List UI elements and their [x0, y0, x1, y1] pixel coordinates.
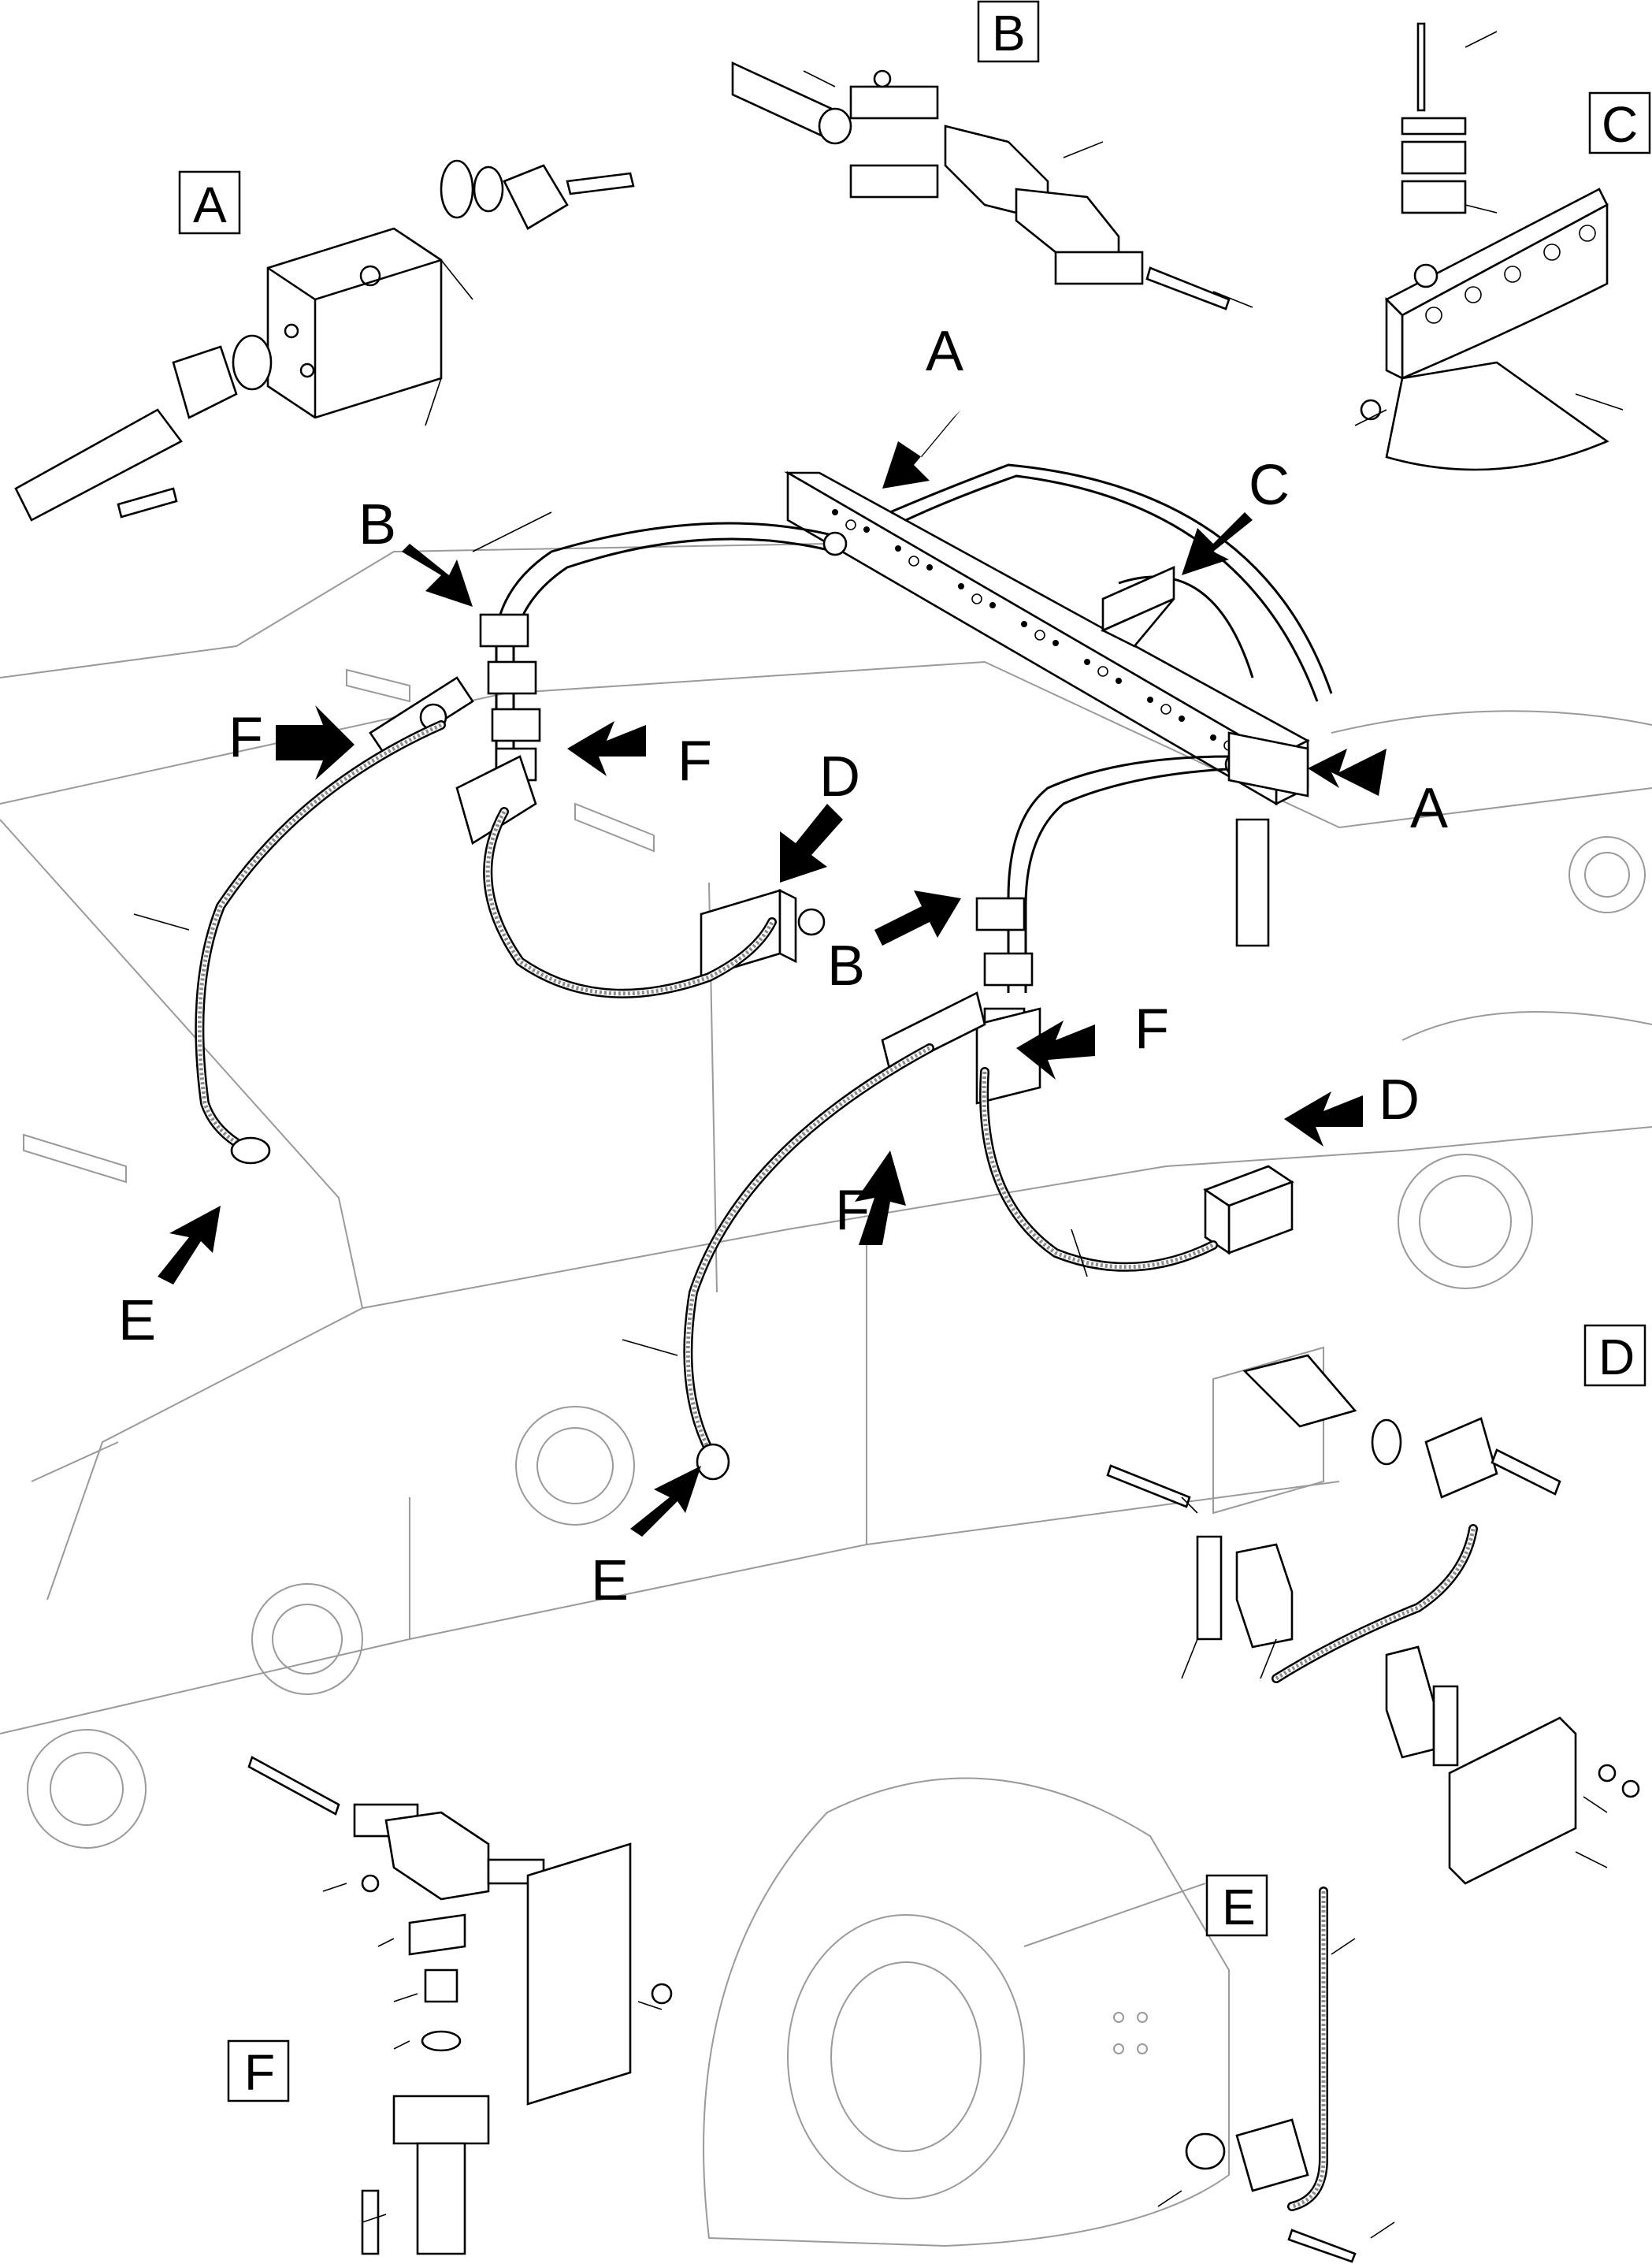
callout-c: C	[1249, 454, 1290, 517]
callout-f-lower: F	[835, 1179, 870, 1242]
arrow-f-mid	[567, 721, 646, 776]
leader-lines	[133, 31, 1624, 2239]
detail-c	[1360, 22, 1609, 471]
detail-box-d: D	[1583, 1324, 1646, 1387]
callout-arrows	[158, 410, 1387, 1537]
arrow-b-right	[874, 890, 961, 946]
arrow-f-left	[276, 705, 355, 780]
callout-e-center: E	[591, 1549, 629, 1612]
callout-a-right: A	[1410, 777, 1448, 840]
arrow-a-right	[1308, 749, 1387, 796]
arrow-e-center	[630, 1466, 701, 1537]
callout-d-right: D	[1379, 1069, 1420, 1132]
detail-box-c-label: C	[1602, 96, 1638, 153]
right-clamp-assembly	[881, 731, 1309, 1105]
right-block-d	[1203, 1165, 1294, 1255]
arrow-b-left	[402, 544, 473, 607]
arrow-e-left	[158, 1206, 221, 1284]
detail-f	[247, 1756, 673, 2255]
detail-box-e: E	[1205, 1874, 1268, 1937]
hose-left-e	[195, 720, 446, 1165]
callout-a-top: A	[926, 320, 963, 383]
detail-box-b-label: B	[992, 5, 1026, 61]
arrow-a-top	[882, 410, 961, 489]
callout-b-right: B	[827, 935, 865, 998]
arrow-f-right	[1016, 1020, 1095, 1080]
detail-e	[1113, 1887, 1357, 2263]
arrow-d-right	[1284, 1091, 1363, 1147]
hose-right-d	[979, 1067, 1218, 1272]
detail-box-d-label: D	[1598, 1329, 1635, 1385]
detail-box-e-label: E	[1222, 1879, 1256, 1935]
detail-box-f-label: F	[244, 2044, 275, 2101]
detail-a	[14, 159, 635, 552]
callout-e-left: E	[118, 1289, 156, 1352]
detail-b	[731, 61, 1231, 310]
callout-f-left: F	[228, 706, 263, 769]
callout-f-mid: F	[678, 730, 712, 793]
detail-box-a: A	[178, 170, 241, 235]
callout-labels: A C B F F D A B F D F E E	[118, 320, 1448, 1612]
bracket-c-mounted	[1100, 565, 1175, 648]
detail-box-c: C	[1588, 91, 1651, 154]
callout-b-left: B	[358, 493, 396, 556]
detail-box-f: F	[227, 2039, 290, 2102]
arrow-d-center	[780, 804, 843, 883]
detail-d	[1106, 1354, 1640, 1885]
arrow-c	[1182, 512, 1253, 575]
hose-center-e	[683, 1043, 934, 1481]
callout-d-center: D	[819, 745, 860, 809]
detail-label-boxes: A B C D E F	[178, 0, 1651, 2102]
boom-structure	[0, 543, 1652, 2247]
callout-f-right: F	[1134, 998, 1169, 1061]
detail-box-a-label: A	[193, 177, 227, 233]
arrow-f-lower	[855, 1151, 906, 1245]
hose-left-loop	[483, 807, 777, 998]
center-block-d	[700, 888, 826, 979]
left-clamp-assembly	[369, 613, 541, 846]
detail-box-b: B	[977, 0, 1040, 63]
